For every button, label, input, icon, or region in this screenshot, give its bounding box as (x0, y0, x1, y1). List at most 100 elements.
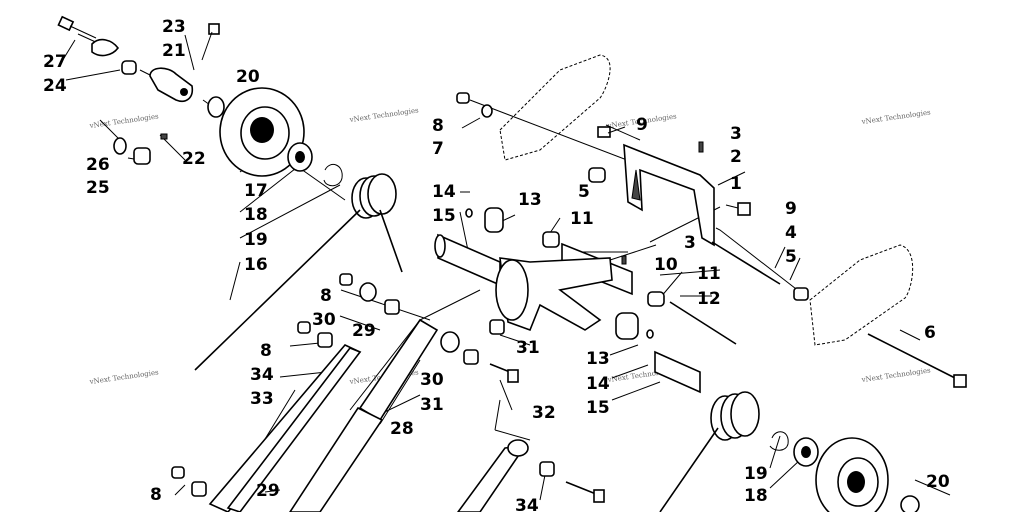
callout-12: 12 (697, 289, 721, 309)
callout-30: 30 (420, 370, 444, 390)
part-bushing-11-right (647, 291, 665, 307)
part-bolt-9-top (597, 126, 626, 138)
part-rail-left (499, 54, 611, 161)
part-bolt-27 (57, 15, 97, 39)
part-bracket-1 (623, 143, 715, 247)
callout-31: 31 (516, 338, 540, 358)
callout-20: 20 (236, 67, 260, 87)
part-bushing-5-top (588, 167, 606, 183)
part-bearing-18-low (793, 437, 819, 467)
callout-9: 9 (785, 199, 797, 219)
callout-24: 24 (43, 76, 67, 96)
part-washer-26 (113, 137, 127, 155)
part-washer-7 (481, 104, 493, 118)
part-bolt-32 (489, 363, 519, 383)
callout-17: 17 (244, 181, 268, 201)
callout-7: 7 (432, 139, 444, 159)
part-bushing-11-top (542, 231, 560, 248)
part-22 (160, 133, 168, 140)
callout-5: 5 (578, 182, 590, 202)
callout-13: 13 (518, 190, 542, 210)
callout-19: 19 (244, 230, 268, 250)
part-bushing-29-mid (384, 299, 400, 315)
callout-30: 30 (312, 310, 336, 330)
watermark: vNext Technologies (88, 368, 159, 386)
part-bolt-34-low (565, 481, 605, 503)
part-link-arm-33 (208, 344, 362, 512)
part-bushing-34-low (539, 461, 555, 477)
part-snap-ring-19 (323, 163, 343, 187)
callout-3: 3 (730, 124, 742, 144)
watermark: vNext Technologies (860, 108, 931, 126)
part-bushing-13-bottom (615, 312, 639, 340)
part-lower-arm (457, 439, 529, 512)
callout-4: 4 (785, 223, 797, 243)
callout-15: 15 (586, 398, 610, 418)
part-bushing-31-center (489, 319, 505, 335)
callout-31: 31 (420, 395, 444, 415)
part-spring-lower (659, 391, 760, 512)
callout-9: 9 (636, 115, 648, 135)
part-washer-30-mid (359, 282, 377, 302)
part-wheel-17 (219, 87, 305, 177)
part-bushing-bottom (191, 481, 207, 497)
part-spring-16 (194, 173, 403, 371)
callout-8: 8 (320, 286, 332, 306)
callout-11: 11 (570, 209, 594, 229)
part-washer-30-center (440, 331, 460, 353)
part-bolt-6 (867, 333, 967, 388)
part-bolt-9-right (725, 202, 751, 216)
part-bushing-13-top (484, 207, 504, 233)
part-bracket-24 (91, 38, 120, 57)
callout-5: 5 (785, 247, 797, 267)
part-rail-right (809, 244, 914, 346)
part-washer-20 (207, 96, 225, 118)
part-wheel-low (815, 437, 889, 512)
callout-32: 32 (532, 403, 556, 423)
callout-29: 29 (352, 321, 376, 341)
part-nut-8-mid (339, 273, 353, 286)
callout-34: 34 (250, 365, 274, 385)
part-shaft-15-bottom (654, 350, 701, 394)
part-nut-8-bottom (171, 466, 185, 479)
part-bushing-5-right (793, 287, 809, 301)
part-nut-8-top (456, 92, 470, 104)
callout-11: 11 (697, 264, 721, 284)
callout-2: 2 (730, 147, 742, 167)
part-pin-3-top (698, 141, 704, 153)
callout-34: 34 (515, 496, 539, 512)
part-snap-ring-19-low (769, 431, 789, 451)
callout-18: 18 (744, 486, 768, 506)
callout-22: 22 (182, 149, 206, 169)
callout-14: 14 (432, 182, 456, 202)
part-shaft-12 (669, 301, 737, 345)
watermarks: vNext Technologies vNext Technologies vN… (88, 106, 931, 386)
callout-15: 15 (432, 206, 456, 226)
part-oring-14-bottom (646, 329, 654, 339)
callout-16: 16 (244, 255, 268, 275)
callout-13: 13 (586, 349, 610, 369)
part-nut-8-low (297, 321, 311, 334)
callout-20: 20 (926, 472, 950, 492)
part-shaft-15-top (434, 233, 501, 287)
callout-25: 25 (86, 178, 110, 198)
part-pivot-block (149, 67, 194, 102)
watermark: vNext Technologies (88, 112, 159, 130)
part-bolt-23 (201, 23, 220, 61)
part-bushing-34-left (317, 332, 333, 348)
callout-14: 14 (586, 374, 610, 394)
callout-1: 1 (730, 174, 742, 194)
callout-19: 19 (744, 464, 768, 484)
callout-10: 10 (654, 255, 678, 275)
part-oring-14-top (465, 208, 473, 218)
callout-21: 21 (162, 41, 186, 61)
part-shock-28 (289, 318, 439, 512)
callout-labels: 27 24 23 21 20 26 25 22 17 18 19 16 8 7 … (43, 17, 950, 512)
callout-6: 6 (924, 323, 936, 343)
callout-33: 33 (250, 389, 274, 409)
callout-27: 27 (43, 52, 67, 72)
watermark: vNext Technologies (860, 366, 931, 384)
callout-8: 8 (432, 116, 444, 136)
part-bushing-25 (133, 147, 151, 165)
